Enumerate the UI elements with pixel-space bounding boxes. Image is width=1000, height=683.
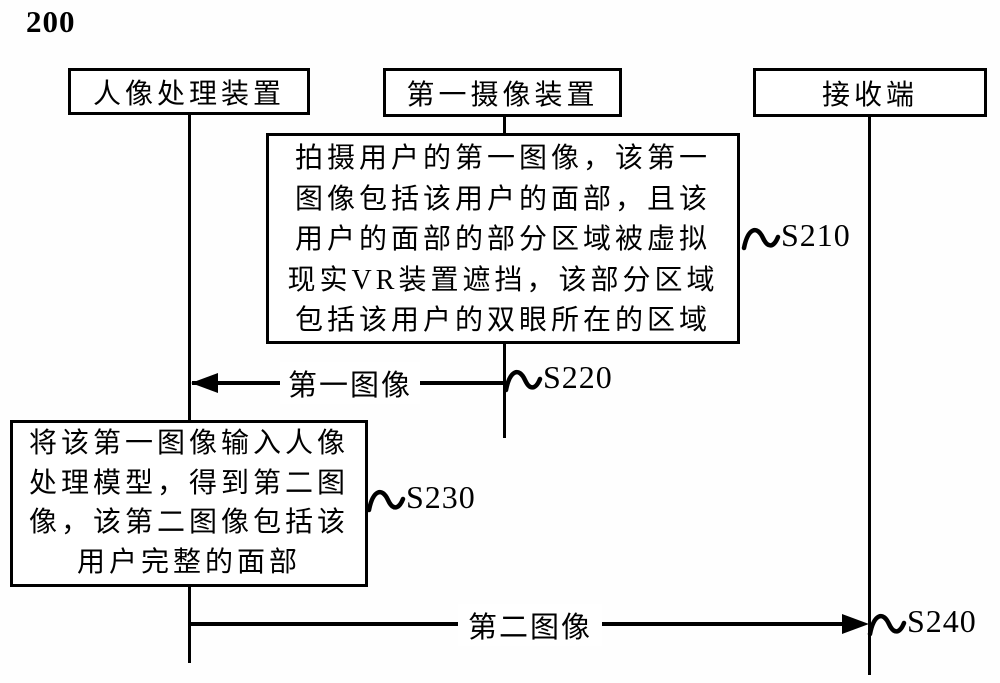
step-ref-s230: S230: [366, 480, 476, 516]
step-ref-s220-label: S220: [543, 359, 613, 395]
step-s230-text-line: 用户完整的面部: [76, 546, 301, 578]
lifeline-receiving-end: [868, 116, 871, 675]
step-s210-box: 拍摄用户的第一图像，该第一 图像包括该用户的面部，且该 用户的面部的部分区域被虚…: [266, 133, 740, 344]
actor-box-receiving-end: 接收端: [753, 68, 987, 117]
step-ref-s240-label: S240: [907, 603, 977, 639]
reference-squiggle-icon: [503, 369, 543, 393]
step-s210-text-line: 现实VR装置遮挡，该部分区域: [287, 264, 719, 296]
actor-box-first-camera-device: 第一摄像装置: [383, 68, 622, 117]
message-label-second-image: 第二图像: [458, 604, 602, 646]
lifeline-portrait-processing-device: [188, 114, 191, 663]
step-s210-text-line: 图像包括该用户的面部，且该: [294, 183, 711, 215]
actor-label-portrait-processing-device: 人像处理装置: [92, 78, 285, 110]
step-s230-text-line: 将该第一图像输入人像: [28, 428, 349, 459]
message-label-first-image: 第一图像: [280, 362, 420, 404]
step-ref-s210: S210: [741, 218, 851, 254]
step-s230-box: 将该第一图像输入人像 处理模型，得到第二图 像，该第二图像包括该 用户完整的面部: [10, 420, 368, 587]
reference-squiggle-icon: [867, 613, 907, 637]
actor-label-receiving-end: 接收端: [821, 79, 918, 111]
step-s210-text-line: 拍摄用户的第一图像，该第一: [294, 143, 711, 174]
actor-box-portrait-processing-device: 人像处理装置: [68, 68, 310, 115]
step-s230-text-line: 处理模型，得到第二图: [28, 467, 349, 499]
step-s230-text-line: 像，该第二图像包括该: [28, 507, 349, 538]
arrowhead-left-icon: [191, 373, 218, 393]
reference-squiggle-icon: [366, 489, 406, 513]
step-ref-s220: S220: [503, 360, 613, 396]
figure-number: 200: [26, 4, 76, 39]
step-ref-s230-label: S230: [406, 479, 476, 515]
step-ref-s210-label: S210: [781, 217, 851, 253]
step-ref-s240: S240: [867, 604, 977, 640]
arrowhead-right-icon: [842, 614, 869, 634]
step-s210-text-line: 包括该用户的双眼所在的区域: [294, 305, 711, 336]
reference-squiggle-icon: [741, 227, 781, 251]
actor-label-first-camera-device: 第一摄像装置: [406, 79, 599, 111]
step-s210-text-line: 用户的面部的部分区域被虚拟: [294, 224, 711, 255]
